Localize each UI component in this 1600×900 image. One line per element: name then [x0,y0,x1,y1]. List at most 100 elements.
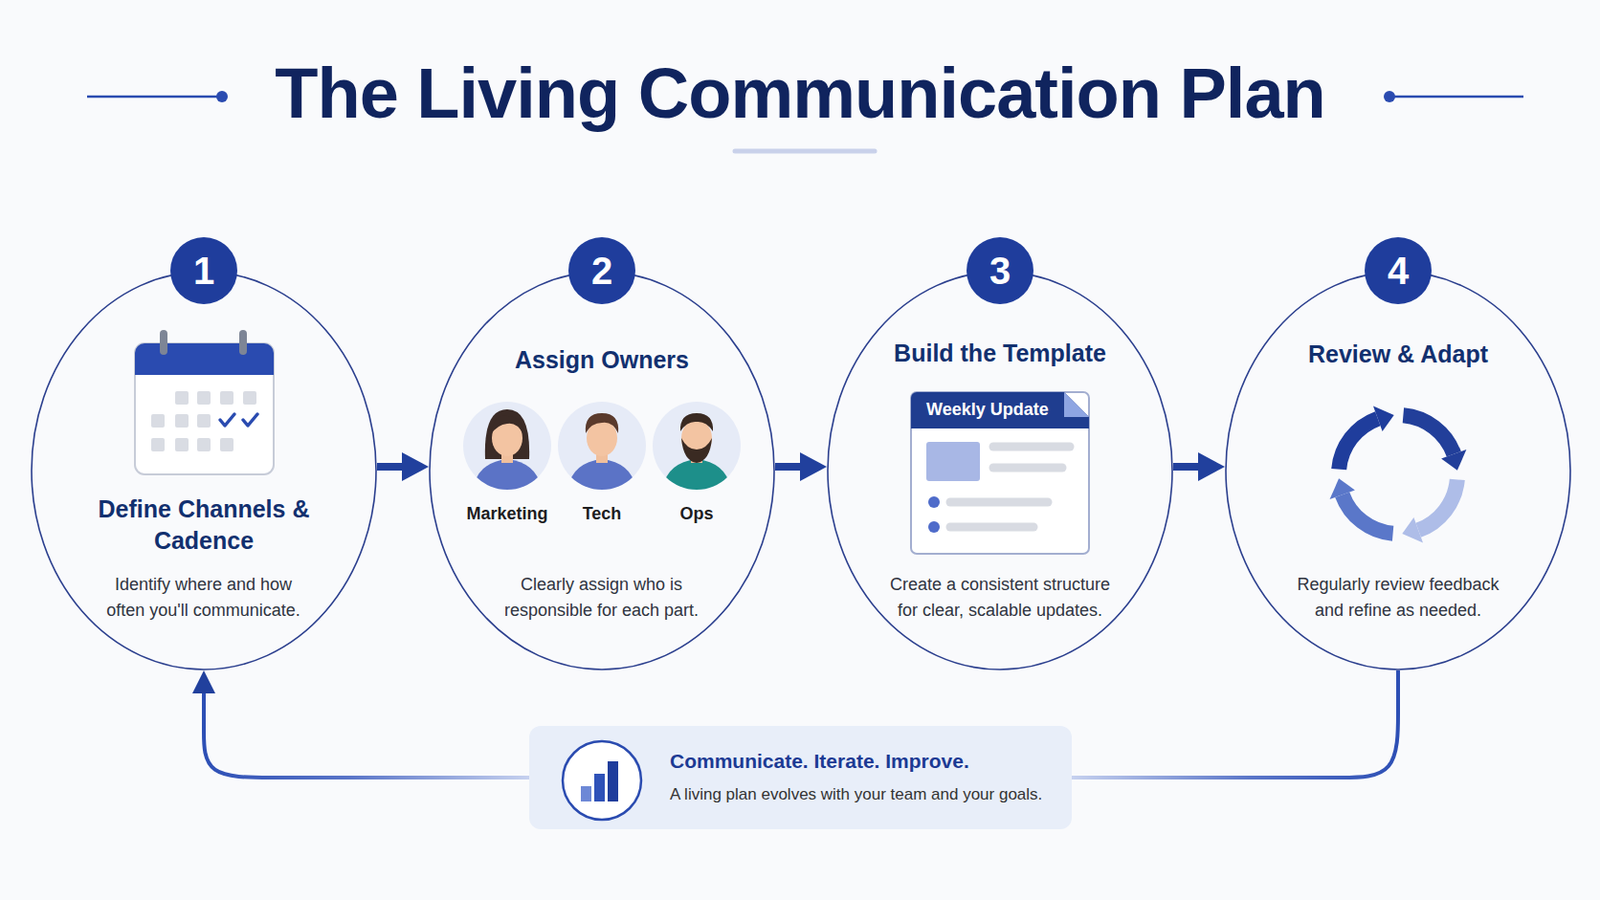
circle-outline [827,271,1173,670]
step-title: Define Channels & Cadence [93,493,314,556]
template-header: Weekly Update [926,400,1061,422]
cycle-head [1373,406,1395,432]
avatar-marketing [463,401,552,492]
flow-connector [1173,463,1200,471]
document-bullet [928,496,940,509]
step-circle: Review & AdaptRegularly review feedback … [1224,270,1572,671]
circle-outline [31,271,377,670]
cycle-arc [1342,494,1394,534]
page-title: The Living Communication Plan [225,45,1375,142]
document-header [911,392,1089,429]
flow-connector [775,463,801,471]
check-mark [243,414,258,426]
document-icon [911,392,1089,555]
avatar-backdrop [463,401,552,490]
step-number: 1 [170,237,238,305]
step-title: Assign Owners [458,344,746,377]
avatar-backdrop [557,401,646,490]
avatar-backdrop [652,401,741,490]
avatar-figure [472,409,542,492]
step-circle: Define Channels & CadenceIdentify where … [30,270,378,671]
step-number-badge: 1 [170,237,238,305]
cycle-arc [1338,419,1378,470]
avatar-beard [681,438,712,464]
flow-connector [377,463,403,471]
cycle-icon [1330,406,1467,544]
badge-disc [966,237,1034,305]
step-description: Identify where and how often you'll comm… [100,572,307,624]
avatar-figure [567,413,637,492]
calendar-day [220,438,234,452]
calendar-day [220,391,234,405]
summary-heading: Communicate. Iterate. Improve. [669,748,1053,775]
step-number-badge: 4 [1364,237,1432,305]
avatar-neck [596,449,608,464]
step-circle: Assign OwnersMarketingTechOpsClearly ass… [428,270,776,671]
avatar-tech [557,401,646,492]
calendar-header [134,343,274,376]
calendar-day [197,414,211,428]
step-circle: Build the TemplateWeekly UpdateCreate a … [826,270,1174,671]
step-number-badge: 2 [568,237,636,305]
avatar-figure [662,413,732,492]
document-line [993,443,1070,452]
document-line [950,523,1034,533]
avatar-body [662,459,732,492]
avatar-head [491,420,523,457]
circle-outline [429,271,775,670]
avatar-hair [490,416,524,435]
owner-label: Marketing [454,503,560,526]
document-image [926,442,980,482]
summary-box-outline [529,726,1072,830]
step-title: Review & Adapt [1254,338,1542,371]
document-card [911,392,1089,555]
step-number: 4 [1364,237,1432,305]
calendar-day [175,414,189,428]
badge-disc [1364,237,1432,305]
avatar-hair [585,413,619,434]
circle-outline [1225,271,1571,670]
calendar-day [197,438,211,452]
avatar-neck [690,449,703,464]
summary-box: Communicate. Iterate. Improve.A living p… [529,726,1072,830]
document-line [993,464,1063,473]
calendar-day [175,391,189,405]
avatar-hair [485,409,530,460]
avatar-hair [680,413,713,432]
step-number: 2 [568,237,636,305]
cycle-head [1330,478,1356,500]
title-rule [87,95,223,99]
flow-connector [203,692,530,778]
cycle-head [1441,449,1467,471]
flow-connector [1071,670,1399,778]
step-description: Create a consistent structure for clear,… [885,572,1115,624]
calendar-day [151,414,165,428]
cycle-arc [1418,479,1458,531]
document-bullet [928,521,940,534]
step-number: 3 [966,237,1034,305]
step-title: Build the Template [856,337,1144,370]
badge-disc [568,237,636,305]
avatar-head [586,420,618,457]
document-fold [1064,392,1089,418]
calendar-ring [159,330,168,356]
step-description: Clearly assign who is responsible for ea… [498,572,705,624]
avatar-head [681,420,712,457]
cycle-arc [1402,415,1454,455]
avatar-body [472,459,542,492]
avatar-ops [652,401,741,492]
owner-label: Tech [549,503,655,526]
title-dot [1383,90,1396,103]
document-line [950,498,1048,508]
calendar-day [151,438,165,452]
check-mark [220,414,235,426]
cycle-head [1401,517,1423,543]
calendar-day [175,438,189,452]
title-rule [1389,95,1524,99]
owner-label: Ops [644,503,750,526]
calendar-icon [134,330,274,475]
calendar-day [243,391,257,405]
badge-disc [170,237,238,305]
box-fill [529,726,1072,830]
